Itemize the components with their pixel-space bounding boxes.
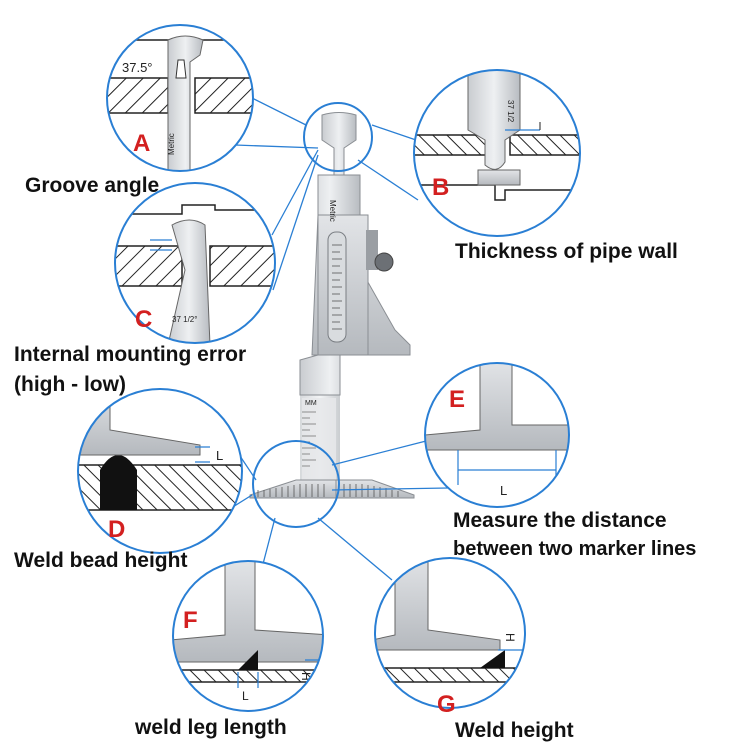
panel-g: H G	[374, 557, 526, 718]
panel-a: Metric 37.5° A	[106, 24, 254, 172]
weld-bead	[100, 455, 137, 510]
gauge-bottom-ticks	[257, 484, 399, 497]
panel-e-dim-label: L	[500, 483, 507, 498]
weld-height-fillet	[480, 650, 505, 668]
panel-b-letter: B	[432, 174, 449, 201]
panel-g-letter: G	[437, 691, 456, 718]
caption-groove-angle: Groove angle	[25, 174, 160, 197]
panel-f-letter: F	[183, 607, 198, 634]
connector-lines	[227, 97, 449, 581]
gauge-detail-circle-bottom	[252, 440, 340, 528]
locking-screw[interactable]	[374, 252, 394, 272]
panel-d-circle	[77, 388, 243, 554]
gauge-metric-label: Metric	[328, 200, 337, 222]
panel-c-letter: C	[135, 306, 152, 333]
weld-leg-fillet	[238, 650, 258, 670]
panel-c-mark: 37 1/2°	[172, 315, 197, 324]
caption-internal-mounting-error: Internal mounting error	[14, 343, 247, 366]
panel-f-dim-label-h: H	[299, 672, 313, 681]
panel-d: L D	[77, 388, 243, 554]
caption-weld-leg-length: weld leg length	[135, 716, 287, 739]
panel-a-angle-label: 37.5°	[122, 60, 153, 75]
gauge-slot-ticks	[332, 244, 342, 330]
panel-c: 37 1/2° C	[114, 182, 276, 344]
panel-a-letter: A	[133, 130, 150, 157]
panel-g-circle	[374, 557, 526, 709]
caption-thickness-of-pipe-wall: Thickness of pipe wall	[455, 240, 678, 263]
panel-a-circle	[106, 24, 254, 172]
caption-weld-height: Weld height	[455, 719, 574, 742]
panel-f: L H F	[172, 560, 324, 712]
panel-g-dim-label: H	[503, 633, 517, 642]
gauge-mm-label: MM	[305, 400, 317, 407]
gauge-ruler: MM	[302, 398, 336, 493]
panel-d-letter: D	[108, 516, 125, 543]
caption-weld-bead-height: Weld bead height	[14, 549, 188, 572]
panel-b: 37 1/2 B	[413, 69, 581, 237]
panel-b-circle	[413, 69, 581, 237]
panel-f-circle	[172, 560, 324, 712]
caption-high-low: (high - low)	[14, 373, 126, 396]
panel-d-dim-label: L	[216, 448, 223, 463]
panel-e: L E	[424, 362, 570, 508]
caption-between-marker-lines: between two marker lines	[453, 538, 697, 560]
panel-b-mark: 37 1/2	[506, 100, 515, 123]
panel-e-circle	[424, 362, 570, 508]
caption-measure-distance: Measure the distance	[453, 509, 667, 532]
gauge-detail-circle-top	[303, 102, 373, 172]
panel-e-letter: E	[449, 386, 465, 413]
panel-c-circle	[114, 182, 276, 344]
panel-f-dim-label-l: L	[242, 689, 249, 703]
panel-a-scale-label: Metric	[167, 133, 176, 155]
